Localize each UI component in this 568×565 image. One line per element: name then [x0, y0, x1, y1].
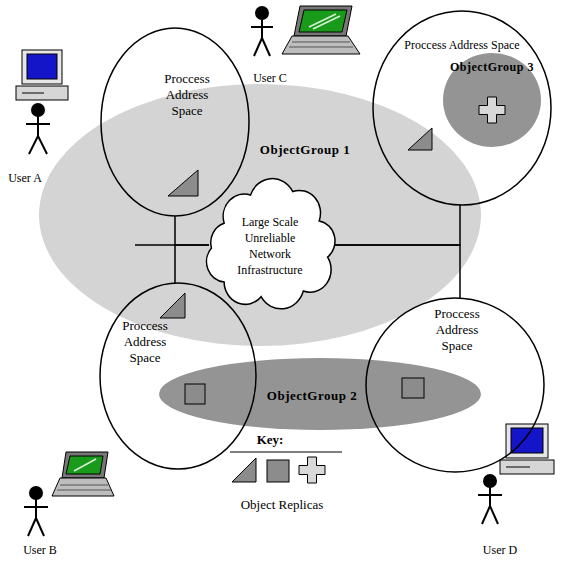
replica-square [185, 384, 205, 404]
network-line [135, 244, 175, 246]
key-sample [232, 457, 325, 483]
network-cloud: Large Scale Unreliable Network Infrastru… [203, 178, 335, 308]
replica-square [402, 378, 424, 398]
user-figure [489, 487, 491, 506]
laptop-computer [289, 47, 353, 48]
laptop-computer [60, 485, 108, 486]
user-figure [26, 123, 50, 125]
user-figure [251, 26, 273, 28]
user-label: User A [0, 171, 105, 185]
group-title: ObjectGroup 2 [256, 388, 368, 404]
node-text: Proccess Address Space [156, 71, 218, 119]
user-figure [251, 7, 273, 56]
user-figure [28, 518, 36, 536]
laptop-computer [299, 10, 347, 32]
process-space-ellipse [366, 298, 544, 472]
desktop-computer [500, 460, 554, 474]
object-group: ObjectGroup 2 [158, 357, 482, 431]
user-figure [37, 116, 39, 136]
user-label: User D [420, 543, 568, 557]
process-space-outline [99, 282, 257, 470]
laptop-computer [282, 36, 360, 54]
legend-text: Object Replicas [202, 497, 362, 513]
user-figure [262, 38, 270, 56]
user-figure [35, 499, 37, 518]
user-figure [482, 506, 490, 524]
process-space-outline [100, 27, 250, 217]
laptop-computer [52, 452, 114, 496]
user-figure [36, 518, 44, 536]
laptop-computer [52, 478, 114, 496]
process-space: Proccess Address Space [365, 297, 545, 473]
object-group-ellipse [159, 358, 481, 430]
network-line [135, 245, 175, 246]
key-sample [232, 458, 256, 482]
laptop-computer [313, 16, 340, 29]
laptop-computer [282, 6, 360, 54]
group-title: ObjectGroup 3 [444, 60, 540, 74]
laptop-computer [292, 42, 350, 43]
user-figure [254, 38, 262, 56]
laptop-computer [62, 452, 108, 478]
desktop-computer [22, 50, 62, 84]
user-figure [484, 475, 496, 487]
node-text: Large Scale Unreliable Network Infrastru… [228, 214, 312, 278]
user-figure [30, 487, 42, 499]
desktop-computer [16, 86, 68, 100]
user-figure [261, 19, 263, 38]
object-group-ellipse [443, 53, 541, 147]
node-text: Proccess Address Space [427, 306, 487, 354]
user-figure [478, 475, 502, 524]
object-group: ObjectGroup 3 [442, 52, 542, 148]
user-figure [490, 506, 498, 524]
process-space: Proccess Address Space [100, 27, 250, 217]
user-label: User C [190, 71, 350, 85]
key-sample [267, 460, 289, 482]
desktop-computer [27, 54, 57, 79]
user-label: User B [0, 543, 120, 557]
user-figure [32, 104, 44, 116]
user-figure [38, 136, 47, 154]
desktop-computer [16, 50, 68, 100]
cloud-outline [207, 179, 335, 309]
laptop-computer [294, 6, 352, 36]
laptop-computer [66, 456, 103, 474]
user-figure [256, 7, 268, 19]
desktop-computer [22, 93, 44, 94]
group-title: ObjectGroup 1 [249, 142, 361, 158]
node-text: Proccess Address Space [394, 38, 530, 52]
user-figure [24, 506, 48, 508]
user-figure [29, 136, 38, 154]
process-space: Proccess Address Space [99, 282, 257, 470]
laptop-computer [74, 459, 96, 471]
laptop-computer [57, 490, 111, 491]
key-line [230, 452, 342, 453]
user-figure [24, 487, 48, 536]
user-figure [478, 494, 502, 496]
user-label: Key: [190, 432, 350, 448]
user-figure [26, 104, 50, 154]
desktop-computer [506, 424, 548, 458]
desktop-computer [506, 467, 530, 468]
key-line [230, 452, 342, 453]
key-sample [299, 457, 325, 483]
process-space: ObjectGroup 3 Proccess Address Space [372, 10, 552, 206]
desktop-computer [500, 424, 554, 474]
node-text: Proccess Address Space [116, 318, 174, 366]
